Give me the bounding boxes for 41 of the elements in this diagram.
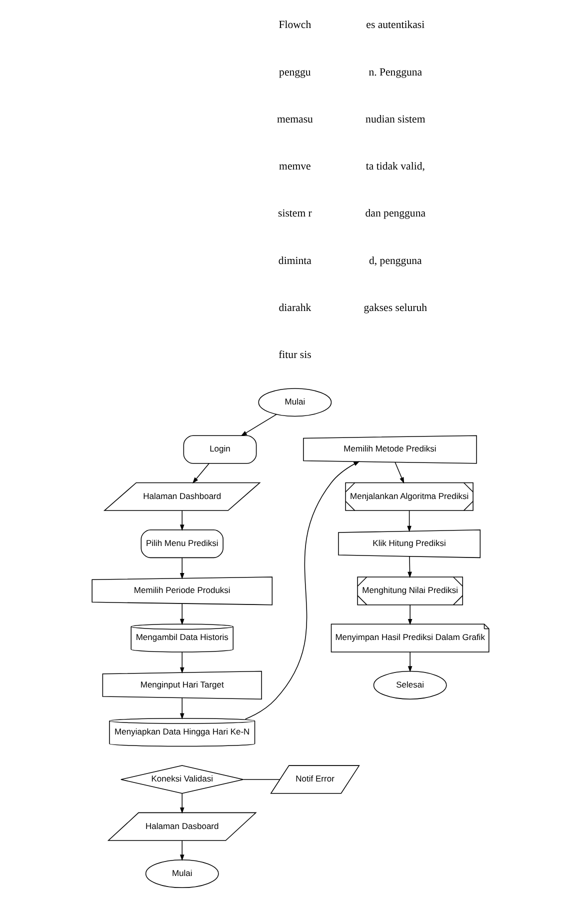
arrow bbox=[406, 510, 411, 532]
arrow bbox=[394, 462, 404, 484]
label: diarahk bbox=[278, 302, 311, 314]
label: ta tidak valid, bbox=[365, 160, 424, 173]
arrow bbox=[407, 556, 412, 578]
label: memasu bbox=[276, 113, 312, 126]
node-box: Pilih Menu Prediksi bbox=[140, 529, 223, 558]
arrow bbox=[179, 603, 184, 626]
arrow bbox=[179, 793, 184, 814]
node-box: Memilih Metode Prediksi bbox=[302, 435, 476, 464]
arrow bbox=[192, 463, 209, 484]
arrow bbox=[244, 461, 360, 720]
node-box: Menginput Hari Target bbox=[102, 670, 262, 700]
arrow bbox=[179, 557, 184, 580]
label: n. Pengguna bbox=[368, 66, 422, 78]
arrow bbox=[179, 840, 184, 861]
node-diamond: Koneksi Validasi bbox=[120, 765, 244, 794]
arrow bbox=[407, 604, 412, 626]
arrow bbox=[179, 698, 184, 720]
label: Flowch bbox=[278, 19, 311, 32]
node-box: Klik Hitung Prediksi bbox=[338, 529, 480, 558]
node-ellipse: Selesai bbox=[372, 670, 446, 700]
label: nudian sistem bbox=[365, 113, 425, 126]
label: gakses seluruh bbox=[363, 302, 427, 314]
node-box: Login bbox=[182, 435, 256, 464]
node-ellipse: Mulai bbox=[144, 859, 218, 888]
connector bbox=[242, 779, 280, 780]
label: dan pengguna bbox=[364, 208, 426, 220]
label: fitur sis bbox=[278, 349, 311, 362]
arrow bbox=[407, 652, 412, 672]
label: d, pengguna bbox=[368, 254, 422, 267]
arrow bbox=[179, 510, 184, 531]
arrow bbox=[179, 652, 184, 674]
label: es autentikasi bbox=[366, 19, 424, 32]
label: sistem r bbox=[278, 208, 312, 220]
label: penggu bbox=[278, 66, 310, 78]
node-ellipse: Mulai bbox=[258, 388, 332, 417]
label: memve bbox=[278, 160, 310, 173]
arrow bbox=[240, 414, 276, 436]
label: diminta bbox=[278, 254, 311, 267]
node-box: Memilih Periode Produksi bbox=[91, 576, 272, 606]
